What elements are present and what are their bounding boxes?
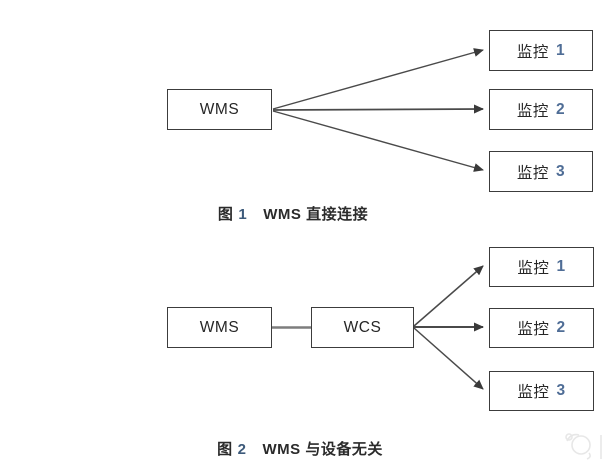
fig1-caption-number: 1 bbox=[238, 206, 248, 223]
fig2-monitor-2-number: 2 bbox=[556, 319, 566, 336]
fig1-arrow-to-monitor-1 bbox=[272, 48, 484, 110]
fig2-caption-prefix: 图 bbox=[217, 441, 233, 458]
fig2-wms-label: WMS bbox=[199, 318, 240, 336]
fig2-arrow-to-monitor-1 bbox=[413, 265, 484, 327]
fig2-monitor-2-label: 监控 bbox=[517, 321, 550, 338]
fig2-monitor-1-label: 监控 bbox=[517, 260, 550, 277]
fig1-monitor-3-number: 3 bbox=[555, 162, 566, 180]
fig2-caption-number: 2 bbox=[237, 441, 247, 458]
fig1-monitor-1-box: 监控 1 bbox=[489, 30, 593, 71]
fig1-monitor-2-label: 监控 bbox=[516, 102, 549, 120]
fig2-monitor-3-label: 监控 bbox=[517, 384, 550, 401]
fig1-monitor-3-box: 监控 3 bbox=[489, 151, 593, 192]
fig1-monitor-1-label: 监控 bbox=[516, 43, 549, 61]
fig1-arrow-to-monitor-2 bbox=[272, 104, 484, 114]
fig1-arrows bbox=[272, 48, 484, 172]
fig1-monitor-2-number: 2 bbox=[555, 100, 566, 118]
fig1-monitor-2-box: 监控 2 bbox=[489, 89, 593, 130]
fig2-caption-text: WMS 与设备无关 bbox=[262, 441, 383, 458]
fig1-arrow-to-monitor-3 bbox=[272, 110, 484, 172]
fig1-wms-label: WMS bbox=[199, 100, 240, 118]
fig2-wms-box: WMS bbox=[167, 307, 272, 348]
fig1-wms-box: WMS bbox=[167, 89, 272, 130]
fig1-monitor-1-number: 1 bbox=[555, 41, 566, 59]
fig1-caption-prefix: 图 bbox=[217, 206, 234, 223]
fig1-caption-text: WMS 直接连接 bbox=[263, 206, 369, 223]
fig2-monitor-3-number: 3 bbox=[556, 382, 566, 399]
fig2-wcs-label: WCS bbox=[343, 318, 382, 336]
fig2-arrow-to-monitor-3 bbox=[413, 327, 484, 390]
fig2-monitor-1-box: 监控 1 bbox=[489, 247, 594, 287]
fig2-monitor-3-box: 监控 3 bbox=[489, 371, 594, 411]
fig2-monitor-2-box: 监控 2 bbox=[489, 308, 594, 348]
watermark-icon bbox=[565, 433, 602, 460]
fig2-monitor-1-number: 1 bbox=[556, 258, 566, 275]
fig1-monitor-3-label: 监控 bbox=[516, 164, 549, 182]
fig2-wcs-box: WCS bbox=[311, 307, 414, 348]
